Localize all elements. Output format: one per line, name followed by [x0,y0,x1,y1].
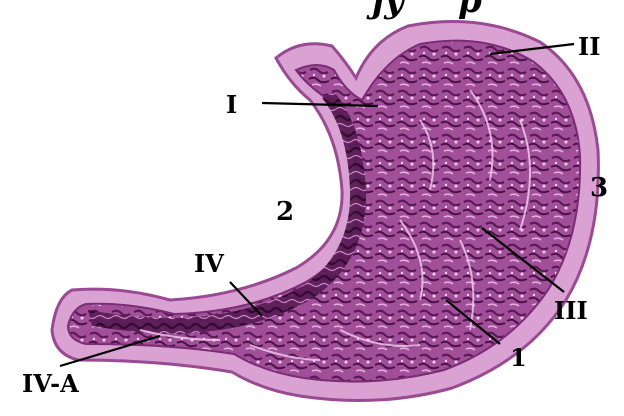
label-I: I [226,90,237,119]
title-fragment: jy [366,0,406,21]
label-II: II [578,32,600,61]
label-IV: IV [194,249,224,278]
label-1: 1 [510,343,527,372]
label-IV-A: IV-A [22,369,79,398]
title-fragment-right: p [458,0,482,21]
label-2: 2 [276,197,294,227]
label-3: 3 [590,173,608,203]
label-III: III [554,296,588,325]
